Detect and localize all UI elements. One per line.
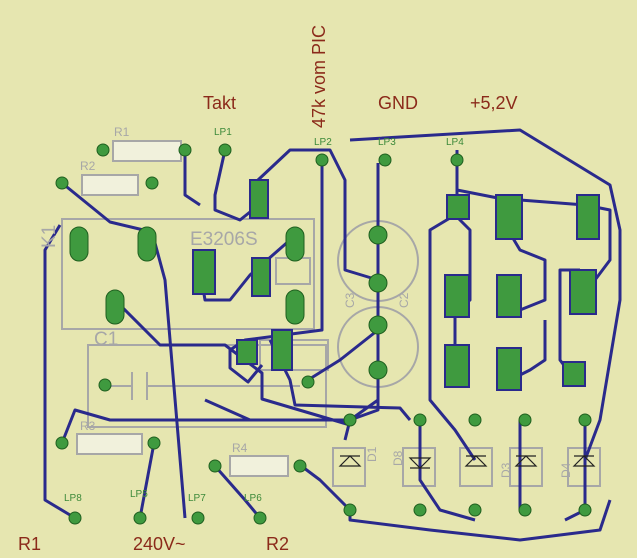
pad-lp1	[218, 143, 232, 157]
pad-label-lp1: LP1	[214, 127, 232, 138]
label-d8: D8	[391, 450, 405, 466]
label-r2: R2	[80, 159, 96, 173]
pad-lp6	[253, 511, 267, 525]
label-c1: C1	[94, 329, 119, 350]
label-c2: C2	[397, 292, 411, 308]
pad-label-lp3: LP3	[378, 137, 396, 148]
pad-lp5	[133, 511, 147, 525]
label-r1: R1	[114, 125, 130, 139]
pad-label-lp5: LP5	[130, 489, 148, 500]
pad-layer	[55, 143, 592, 525]
pad-lp4	[450, 153, 464, 167]
pad-label-lp6: LP6	[244, 493, 262, 504]
label-c3: C3	[343, 292, 357, 308]
pad-label-lp7: LP7	[188, 493, 206, 504]
label-r2-output: R2	[266, 534, 290, 554]
label-d4: D4	[559, 462, 573, 478]
label-d3: D3	[499, 462, 513, 478]
silkscreen-layer	[61, 140, 601, 487]
pad-lp2	[315, 153, 329, 167]
pad-label-lp8: LP8	[64, 493, 82, 504]
smd-parts	[192, 179, 600, 391]
label-r3: R3	[80, 419, 96, 433]
label-r1-output: R1	[18, 534, 42, 554]
label-d1: D1	[365, 446, 379, 462]
label-mains: 240V~	[133, 534, 186, 554]
label-vcc: +5,2V	[470, 93, 518, 113]
pad-lp8	[68, 511, 82, 525]
relay-outline	[61, 218, 315, 330]
pad-label-lp2: LP2	[314, 137, 332, 148]
label-r4: R4	[232, 441, 248, 455]
pad-lp3	[378, 153, 392, 167]
label-gnd: GND	[378, 93, 418, 113]
label-relay-type: E3206S	[190, 229, 258, 250]
label-relay-k1: K1	[39, 224, 60, 248]
pad-label-lp4: LP4	[446, 137, 464, 148]
label-47k-vom-pic: 47k vom PIC	[309, 24, 329, 128]
pad-lp7	[191, 511, 205, 525]
label-takt: Takt	[203, 93, 237, 113]
